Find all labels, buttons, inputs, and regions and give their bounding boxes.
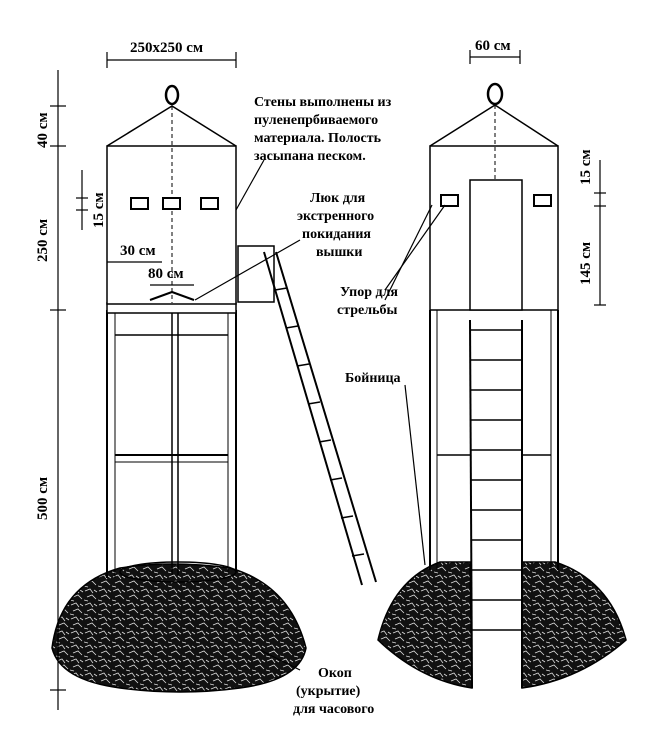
dim-top-width-right: 60 см xyxy=(475,38,511,54)
annotations: Стены выполнены из пуленепрбиваемого мат… xyxy=(254,95,401,717)
dim-shelf-height: 145 см xyxy=(578,242,594,285)
label-rest-1: Упор для xyxy=(340,285,398,300)
label-hatch-4: вышки xyxy=(316,245,362,260)
right-trench-right xyxy=(521,561,627,689)
label-trench-1: Окоп xyxy=(318,666,352,681)
right-tower xyxy=(377,82,627,689)
label-trench-2: (укрытие) xyxy=(296,684,361,699)
label-walls-3: материала. Полость xyxy=(254,131,382,146)
dim-hatch-width: 80 см xyxy=(148,266,184,282)
label-hatch-2: экстренного xyxy=(297,209,374,224)
label-hatch-1: Люк для xyxy=(310,191,366,206)
dimension-labels: 250x250 см 60 см 40 см 250 см 15 см 15 с… xyxy=(35,38,594,520)
label-loophole: Бойница xyxy=(345,371,401,386)
label-rest-2: стрельбы xyxy=(337,303,398,318)
dim-loophole-right: 15 см xyxy=(578,149,594,185)
label-walls-2: пуленепрбиваемого xyxy=(254,113,378,128)
label-trench-3: для часового xyxy=(293,702,374,717)
dim-top-width: 250x250 см xyxy=(130,40,203,56)
label-hatch-3: покидания xyxy=(302,227,371,242)
label-walls-1: Стены выполнены из xyxy=(254,95,392,110)
label-walls-4: засыпана песком. xyxy=(254,149,366,164)
left-trench-mound xyxy=(51,563,307,693)
right-trench-left xyxy=(377,561,473,689)
left-tower xyxy=(51,84,377,693)
dim-leg-height: 500 см xyxy=(35,477,51,520)
dim-cabin-height: 250 см xyxy=(35,219,51,262)
dim-roof-height: 40 см xyxy=(35,112,51,148)
dimension-lines xyxy=(50,50,606,710)
dim-loophole-left: 15 см xyxy=(91,192,107,228)
dim-support-width: 30 см xyxy=(120,243,156,259)
